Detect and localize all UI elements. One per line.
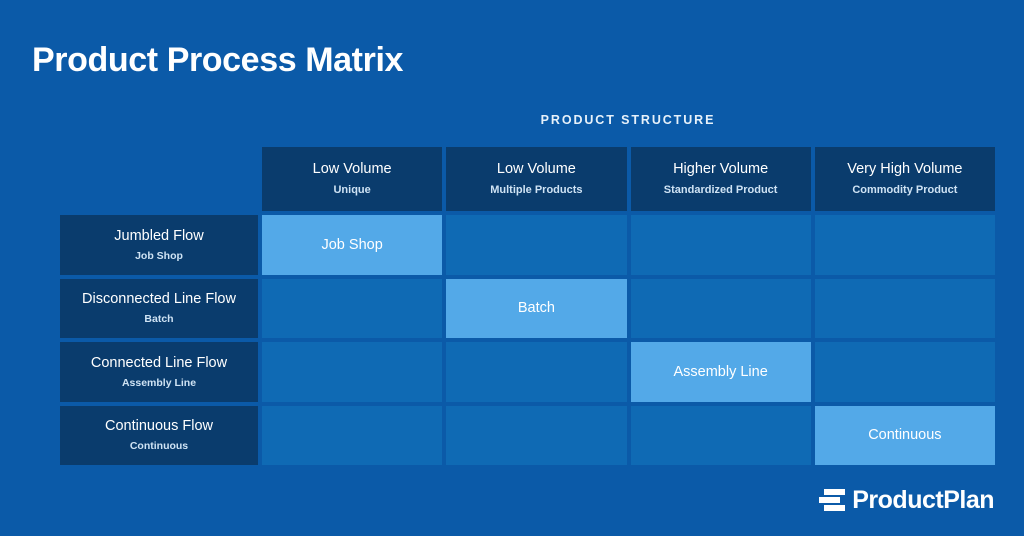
row-header-title: Jumbled Flow — [114, 227, 204, 244]
matrix-cell-r1-c2 — [446, 215, 627, 275]
matrix-cell-r4-c4: Continuous — [814, 405, 995, 465]
row-header-subtitle: Batch — [144, 313, 174, 326]
column-header-subtitle: Multiple Products — [490, 184, 583, 196]
matrix-cell-r3-c4 — [814, 342, 995, 402]
row-header-title: Continuous Flow — [105, 418, 213, 435]
matrix-cell-label: Job Shop — [321, 236, 383, 253]
matrix-cell-r3-c3: Assembly Line — [630, 342, 811, 402]
row-header-subtitle: Assembly Line — [121, 376, 197, 389]
column-header-title: Low Volume — [312, 161, 392, 177]
matrix-cell-r4-c2 — [446, 405, 627, 465]
matrix-cell-label: Batch — [517, 300, 555, 317]
matrix-cell-label: Assembly Line — [673, 363, 768, 380]
matrix-cell-r2-c4 — [814, 278, 995, 338]
row-header-title: Disconnected Line Flow — [82, 291, 236, 308]
brand-name: ProductPlan — [852, 486, 994, 514]
row-header-subtitle: Continuous — [129, 440, 189, 453]
row-header-title: Connected Line Flow — [90, 354, 228, 371]
column-header-subtitle: Standardized Product — [663, 184, 778, 196]
column-header-subtitle: Commodity Product — [852, 184, 958, 196]
matrix-cell-r4-c1 — [262, 405, 443, 465]
matrix-corner-spacer — [60, 147, 258, 211]
stacked-bars-icon — [819, 489, 846, 511]
page-title: Product Process Matrix — [32, 41, 403, 79]
matrix-cell-r4-c3 — [630, 405, 811, 465]
matrix-cell-r3-c2 — [446, 342, 627, 402]
matrix-cell-r1-c3 — [630, 215, 811, 275]
matrix-cell-label: Continuous — [868, 427, 942, 444]
matrix-cell-r2-c3 — [630, 278, 811, 338]
column-header-title: Higher Volume — [673, 161, 769, 177]
matrix-cell-r3-c1 — [262, 342, 443, 402]
matrix-cell-r1-c1: Job Shop — [262, 215, 443, 275]
column-header-title: Low Volume — [496, 161, 576, 177]
row-header-subtitle: Job Shop — [135, 249, 183, 262]
matrix-cell-r2-c1 — [262, 278, 443, 338]
y-axis-label: PROCESS STRUCTURE — [0, 215, 50, 465]
column-header-subtitle: Unique — [333, 184, 371, 196]
matrix-cell-r2-c2: Batch — [446, 278, 627, 338]
x-axis-label: PRODUCT STRUCTURE — [540, 113, 716, 127]
matrix-cell-r1-c4 — [814, 215, 995, 275]
column-header-title: Very High Volume — [847, 161, 963, 177]
productplan-logo: ProductPlan — [819, 487, 994, 513]
